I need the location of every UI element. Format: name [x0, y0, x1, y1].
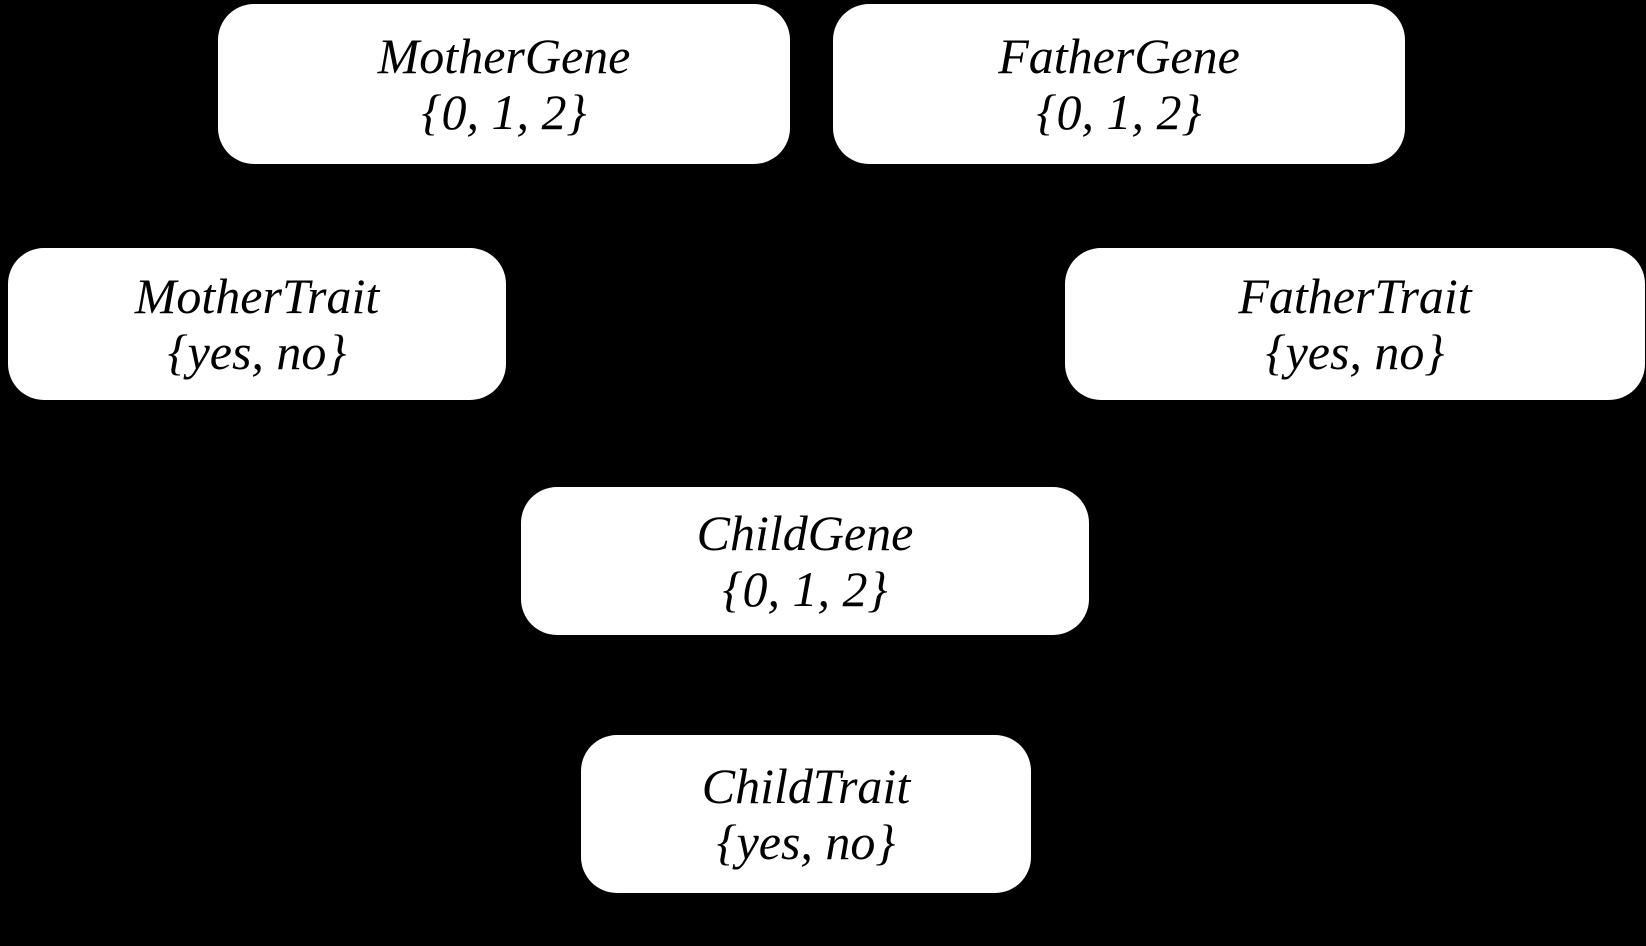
node-mother-trait[interactable]: MotherTrait {yes, no} [8, 248, 506, 400]
node-father-trait[interactable]: FatherTrait {yes, no} [1065, 248, 1645, 400]
node-mother-gene[interactable]: MotherGene {0, 1, 2} [218, 4, 790, 164]
node-child-trait[interactable]: ChildTrait {yes, no} [581, 735, 1031, 893]
node-child-gene-label: ChildGene [696, 505, 914, 561]
node-father-gene-label: FatherGene [998, 28, 1240, 84]
node-mother-trait-label: MotherTrait [134, 268, 380, 324]
node-father-trait-label: FatherTrait [1238, 268, 1472, 324]
node-child-trait-domain: {yes, no} [716, 814, 896, 870]
node-father-gene-domain: {0, 1, 2} [1036, 84, 1202, 140]
node-child-gene[interactable]: ChildGene {0, 1, 2} [521, 487, 1089, 635]
node-mother-gene-label: MotherGene [377, 28, 631, 84]
node-child-trait-label: ChildTrait [701, 758, 911, 814]
node-mother-gene-domain: {0, 1, 2} [421, 84, 587, 140]
node-child-gene-domain: {0, 1, 2} [722, 561, 888, 617]
node-father-trait-domain: {yes, no} [1265, 324, 1445, 380]
node-mother-trait-domain: {yes, no} [167, 324, 347, 380]
node-father-gene[interactable]: FatherGene {0, 1, 2} [833, 4, 1405, 164]
